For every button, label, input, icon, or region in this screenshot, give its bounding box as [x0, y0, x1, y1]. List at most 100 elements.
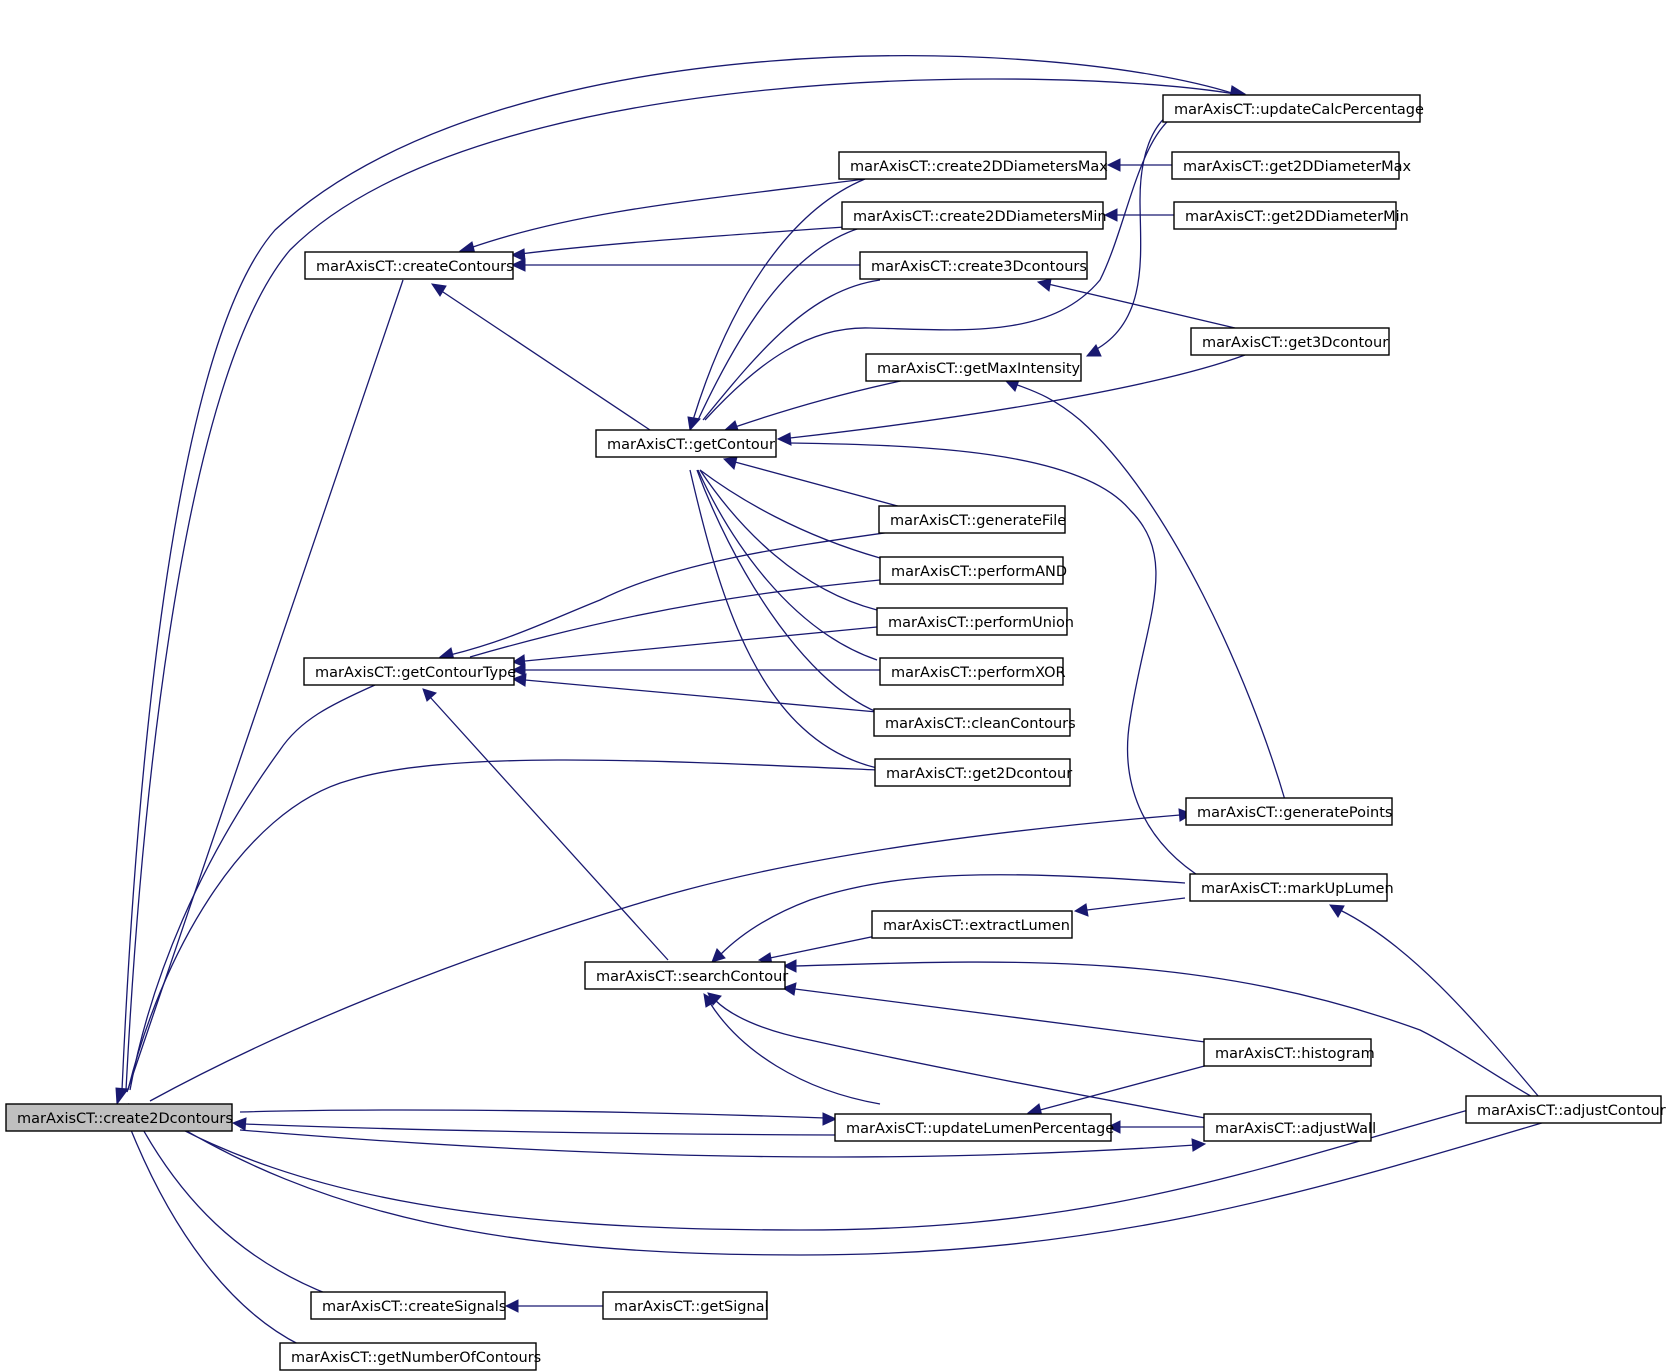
node-label: marAxisCT::searchContour: [596, 969, 788, 985]
edge-performAND-getContour: [699, 469, 881, 559]
edge-create3Dcontours-getContour: [702, 279, 881, 421]
node-getContour[interactable]: marAxisCT::getContour: [595, 429, 777, 458]
node-get2DDiameterMin[interactable]: marAxisCT::get2DDiameterMin: [1173, 201, 1409, 230]
edge-searchContour-getContourType: [422, 688, 669, 961]
node-label: marAxisCT::get2DDiameterMin: [1185, 209, 1409, 225]
node-label: marAxisCT::generatePoints: [1197, 805, 1392, 821]
node-label: marAxisCT::performXOR: [891, 665, 1066, 681]
node-label: marAxisCT::get2Dcontour: [886, 766, 1072, 782]
edge-markUpLumen-extractLumen: [1073, 897, 1186, 917]
edge-getMaxIntensity-updateCalcPercentage: [1085, 107, 1181, 357]
node-label: marAxisCT::generateFile: [890, 513, 1066, 529]
edge-updateCalcPercentage-getContour: [704, 107, 1191, 421]
node-markUpLumen[interactable]: marAxisCT::markUpLumen: [1189, 873, 1394, 902]
node-label: marAxisCT::get2DDiameterMax: [1183, 159, 1412, 175]
node-label: marAxisCT::performUnion: [888, 615, 1074, 631]
node-label: marAxisCT::create2DDiametersMax: [850, 159, 1108, 175]
edge-histogram-searchContour: [781, 982, 1206, 1043]
node-getMaxIntensity[interactable]: marAxisCT::getMaxIntensity: [865, 353, 1082, 382]
edge-cleanContours-getContour: [696, 469, 878, 713]
node-label: marAxisCT::getSignal: [614, 1299, 769, 1315]
node-label: marAxisCT::getMaxIntensity: [877, 361, 1081, 377]
edge-markUpLumen-getContour: [789, 442, 1206, 881]
edge-performXOR-getContourType: [511, 663, 880, 677]
edge-generatePoints-getMaxIntensity: [1003, 379, 1286, 801]
graph-nodes: marAxisCT::create2Dcontours marAxisCT::u…: [5, 94, 1666, 1371]
edge-get2DDiameterMax-create2DDiametersMax: [1106, 158, 1172, 172]
node-label: marAxisCT::createSignals: [322, 1299, 506, 1315]
node-create2Dcontours[interactable]: marAxisCT::create2Dcontours: [5, 1103, 233, 1132]
edge-createContours-create2Dcontours: [126, 279, 404, 1093]
edge-performUnion-getContour: [699, 469, 878, 611]
node-create2DDiametersMin[interactable]: marAxisCT::create2DDiametersMin: [841, 201, 1107, 230]
node-histogram[interactable]: marAxisCT::histogram: [1203, 1038, 1375, 1067]
node-getContourType[interactable]: marAxisCT::getContourType: [303, 657, 516, 686]
edge-adjustWall-updateLumenPercentage: [1106, 1120, 1205, 1134]
node-createContours[interactable]: marAxisCT::createContours: [304, 251, 514, 280]
node-createSignals[interactable]: marAxisCT::createSignals: [310, 1291, 506, 1320]
node-adjustWall[interactable]: marAxisCT::adjustWall: [1203, 1113, 1376, 1142]
node-get2DDiameterMax[interactable]: marAxisCT::get2DDiameterMax: [1171, 151, 1412, 180]
node-cleanContours[interactable]: marAxisCT::cleanContours: [873, 708, 1076, 737]
node-performAND[interactable]: marAxisCT::performAND: [879, 556, 1067, 585]
node-label: marAxisCT::createContours: [316, 259, 514, 275]
node-label: marAxisCT::cleanContours: [885, 716, 1076, 732]
edge-performAND-getContourType: [469, 579, 881, 658]
edge-updateLumenPercentage-create2Dcontours: [231, 1109, 838, 1136]
node-label: marAxisCT::performAND: [891, 564, 1067, 580]
edge-get2Dcontour-getContour: [689, 469, 878, 769]
edge-getNumberOfContours-create2Dcontours: [126, 1119, 301, 1346]
node-performUnion[interactable]: marAxisCT::performUnion: [876, 607, 1074, 636]
node-generateFile[interactable]: marAxisCT::generateFile: [878, 505, 1066, 534]
node-performXOR[interactable]: marAxisCT::performXOR: [879, 657, 1066, 686]
edge-performUnion-getContourType: [511, 626, 878, 668]
node-generatePoints[interactable]: marAxisCT::generatePoints: [1185, 797, 1393, 826]
node-label: marAxisCT::get3Dcontour: [1202, 335, 1388, 351]
node-create2DDiametersMax[interactable]: marAxisCT::create2DDiametersMax: [838, 151, 1108, 180]
node-label: marAxisCT::markUpLumen: [1201, 881, 1394, 897]
graph-edges: [115, 55, 1546, 1346]
edge-adjustWall-searchContour: [707, 992, 1206, 1119]
edge-performXOR-getContour: [697, 469, 878, 661]
edge-adjustContour-markUpLumen: [1329, 904, 1546, 1105]
node-label: marAxisCT::getContour: [607, 437, 775, 453]
node-getNumberOfContours[interactable]: marAxisCT::getNumberOfContours: [279, 1342, 541, 1371]
node-getSignal[interactable]: marAxisCT::getSignal: [602, 1291, 769, 1320]
edge-histogram-updateLumenPercentage: [1026, 1059, 1228, 1117]
edge-adjustContour-searchContour: [782, 959, 1546, 1105]
edge-create2DDiametersMax-getContour: [687, 178, 866, 432]
node-label: marAxisCT::create3Dcontours: [871, 259, 1087, 275]
edge-create3Dcontours-createContours: [510, 258, 860, 272]
node-label: marAxisCT::create2Dcontours: [17, 1111, 233, 1127]
node-create3Dcontours[interactable]: marAxisCT::create3Dcontours: [859, 251, 1088, 280]
node-label: marAxisCT::extractLumen: [883, 918, 1070, 934]
node-label: marAxisCT::adjustContour: [1477, 1103, 1666, 1119]
edge-create2DDiametersMin-getContour: [697, 227, 861, 421]
node-updateCalcPercentage[interactable]: marAxisCT::updateCalcPercentage: [1162, 94, 1424, 123]
edge-getSignal-createSignals: [504, 1299, 605, 1313]
edge-generatePoints-create2Dcontours: [149, 808, 1194, 1102]
node-label: marAxisCT::histogram: [1215, 1046, 1375, 1062]
edge-create2DDiametersMin-createContours: [510, 226, 846, 262]
node-searchContour[interactable]: marAxisCT::searchContour: [584, 961, 788, 990]
edge-createSignals-create2Dcontours: [127, 1102, 331, 1296]
edge-updateLumenPercentage-searchContour: [703, 993, 881, 1105]
edge-cleanContours-getContourType: [511, 673, 878, 713]
node-updateLumenPercentage[interactable]: marAxisCT::updateLumenPercentage: [834, 1113, 1114, 1142]
node-get2Dcontour[interactable]: marAxisCT::get2Dcontour: [874, 758, 1072, 787]
edge-getContourType-create2Dcontours: [129, 684, 376, 1091]
edge-get3Dcontour-create3Dcontours: [1036, 278, 1236, 329]
edge-adjustWall-create2Dcontours: [239, 1129, 1207, 1158]
edge-getContour-createContours: [430, 283, 666, 441]
node-extractLumen[interactable]: marAxisCT::extractLumen: [871, 910, 1073, 939]
node-label: marAxisCT::updateCalcPercentage: [1174, 102, 1424, 118]
node-get3Dcontour[interactable]: marAxisCT::get3Dcontour: [1190, 327, 1390, 356]
edge-get3Dcontour-getContour: [776, 354, 1246, 446]
node-label: marAxisCT::getNumberOfContours: [291, 1350, 541, 1366]
edge-generateFile-getContour: [722, 456, 906, 509]
node-adjustContour[interactable]: marAxisCT::adjustContour: [1465, 1095, 1666, 1124]
node-label: marAxisCT::updateLumenPercentage: [846, 1121, 1114, 1137]
edge-markUpLumen-searchContour: [711, 874, 1186, 963]
node-label: marAxisCT::getContourType: [315, 665, 516, 681]
